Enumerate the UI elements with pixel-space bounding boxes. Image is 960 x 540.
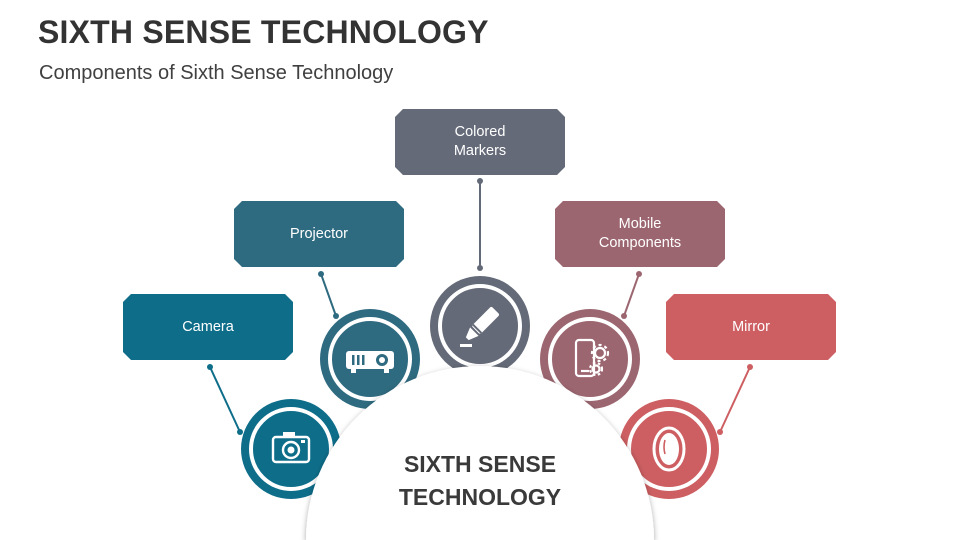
camera-node [241, 399, 341, 499]
projector-box: Projector [234, 201, 404, 267]
connector-camera [209, 366, 241, 433]
center-label-line1: SIXTH SENSE [403, 451, 557, 477]
center-label-line2: TECHNOLOGY [398, 484, 562, 510]
projector-label: Projector [289, 225, 349, 242]
connectors [207, 178, 753, 435]
colored-markers-label-line1: Colored [454, 124, 506, 140]
connector-projector [320, 273, 337, 317]
connector-mobile [623, 273, 640, 317]
center-label: SIXTH SENSE TECHNOLOGY [360, 448, 600, 514]
camera-box: Camera [123, 294, 293, 360]
page-subtitle: Components of Sixth Sense Technology [39, 62, 394, 84]
mobile-node [540, 309, 640, 409]
center-hub [306, 366, 654, 540]
mobile-components-box: Mobile Components [555, 201, 725, 267]
colored-markers-box: Colored Markers [395, 109, 565, 175]
markers-node [430, 276, 530, 376]
colored-markers-label-line2: Markers [453, 143, 507, 159]
mirror-node [619, 399, 719, 499]
mirror-label: Mirror [732, 318, 770, 335]
marker-icon [465, 307, 499, 341]
page-title: SIXTH SENSE TECHNOLOGY [38, 14, 489, 50]
mirror-box: Mirror [666, 294, 836, 360]
mirror-icon [652, 426, 686, 472]
mobile-gears-icon [574, 338, 610, 378]
camera-icon [271, 432, 311, 464]
mobile-components-label-line1: Mobile [618, 216, 662, 232]
camera-label: Camera [182, 318, 234, 335]
projector-node [320, 309, 420, 409]
projector-icon [346, 351, 394, 373]
connector-mirror [719, 366, 751, 433]
mobile-components-label-line2: Components [598, 235, 682, 251]
